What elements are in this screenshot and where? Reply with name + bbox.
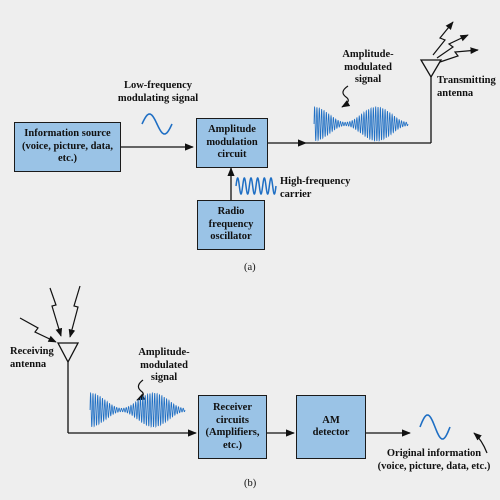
am-signal-waveform-b [89, 391, 186, 428]
am-signal-label-a: Amplitude- modulated signal [342, 49, 394, 85]
low-frequency-sine-icon [141, 113, 173, 135]
original-info-pointer [473, 432, 488, 454]
transmitting-antenna-label: Transmitting antenna [437, 75, 496, 99]
am-signal-waveform-a [313, 105, 409, 142]
am-detector-box: AM detector [296, 395, 366, 459]
high-frequency-carrier-label: High-frequency carrier [280, 176, 351, 200]
receiving-antenna-icon [56, 342, 80, 364]
receiving-antenna-label: Receiving antenna [10, 346, 54, 370]
carrier-wave-icon [235, 177, 277, 195]
radio-frequency-oscillator-box: Radio frequency oscillator [197, 200, 265, 250]
recovered-sine-icon [419, 414, 451, 440]
low-frequency-label: Low-frequency modulating signal [117, 80, 199, 104]
am-signal-pointer-a [341, 85, 351, 108]
receiver-circuits-box: Receiver circuits (Amplifiers, etc.) [198, 395, 267, 459]
am-signal-label-b: Amplitude- modulated signal [138, 347, 190, 383]
original-information-label: Original information (voice, picture, da… [377, 448, 491, 472]
amplitude-modulation-circuit-box: Amplitude modulation circuit [196, 118, 268, 168]
am-signal-pointer-b [136, 379, 146, 401]
rx-incoming-arrows-icon [19, 285, 81, 343]
information-source-box: Information source (voice, picture, data… [14, 122, 121, 172]
caption-a: (a) [244, 262, 256, 273]
tx-radiation-arrows-icon [432, 21, 479, 63]
caption-b: (b) [244, 478, 257, 489]
transmitting-antenna-icon [419, 59, 443, 79]
